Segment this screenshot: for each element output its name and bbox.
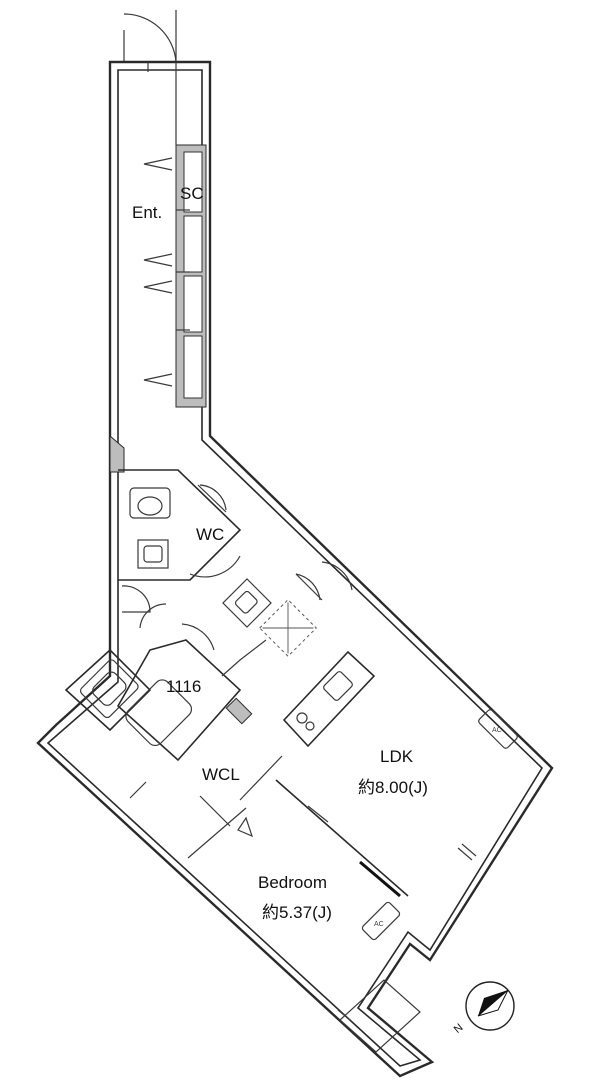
corridor-walls xyxy=(147,62,207,408)
ac-ldk: AC xyxy=(478,709,518,749)
label-shoe-closet: SC xyxy=(180,184,204,203)
outer-wall xyxy=(36,60,554,1078)
label-bedroom-size: 約5.37(J) xyxy=(262,903,332,922)
compass: N xyxy=(452,981,515,1036)
label-toilet: WC xyxy=(196,525,224,544)
compass-north: N xyxy=(452,1022,466,1036)
kitchen xyxy=(282,561,376,748)
ac-bedroom-label: AC xyxy=(374,921,384,928)
wall-chunk xyxy=(109,434,125,473)
washroom xyxy=(64,578,317,762)
windows xyxy=(337,843,477,1021)
label-bedroom: Bedroom xyxy=(258,873,327,892)
ac-ldk-label: AC xyxy=(492,727,502,734)
partition xyxy=(129,755,409,898)
ac-bedroom: AC xyxy=(361,901,401,941)
label-ldk: LDK xyxy=(380,747,414,766)
label-ldk-size: 約8.00(J) xyxy=(358,778,428,797)
closet-door-marks xyxy=(143,157,173,387)
entrance-door xyxy=(123,10,177,63)
balcony xyxy=(339,979,421,1053)
label-entrance: Ent. xyxy=(132,203,162,222)
toilet-room xyxy=(118,469,242,581)
label-bath: 1116 xyxy=(166,677,201,696)
label-walk-in-closet: WCL xyxy=(202,765,240,784)
